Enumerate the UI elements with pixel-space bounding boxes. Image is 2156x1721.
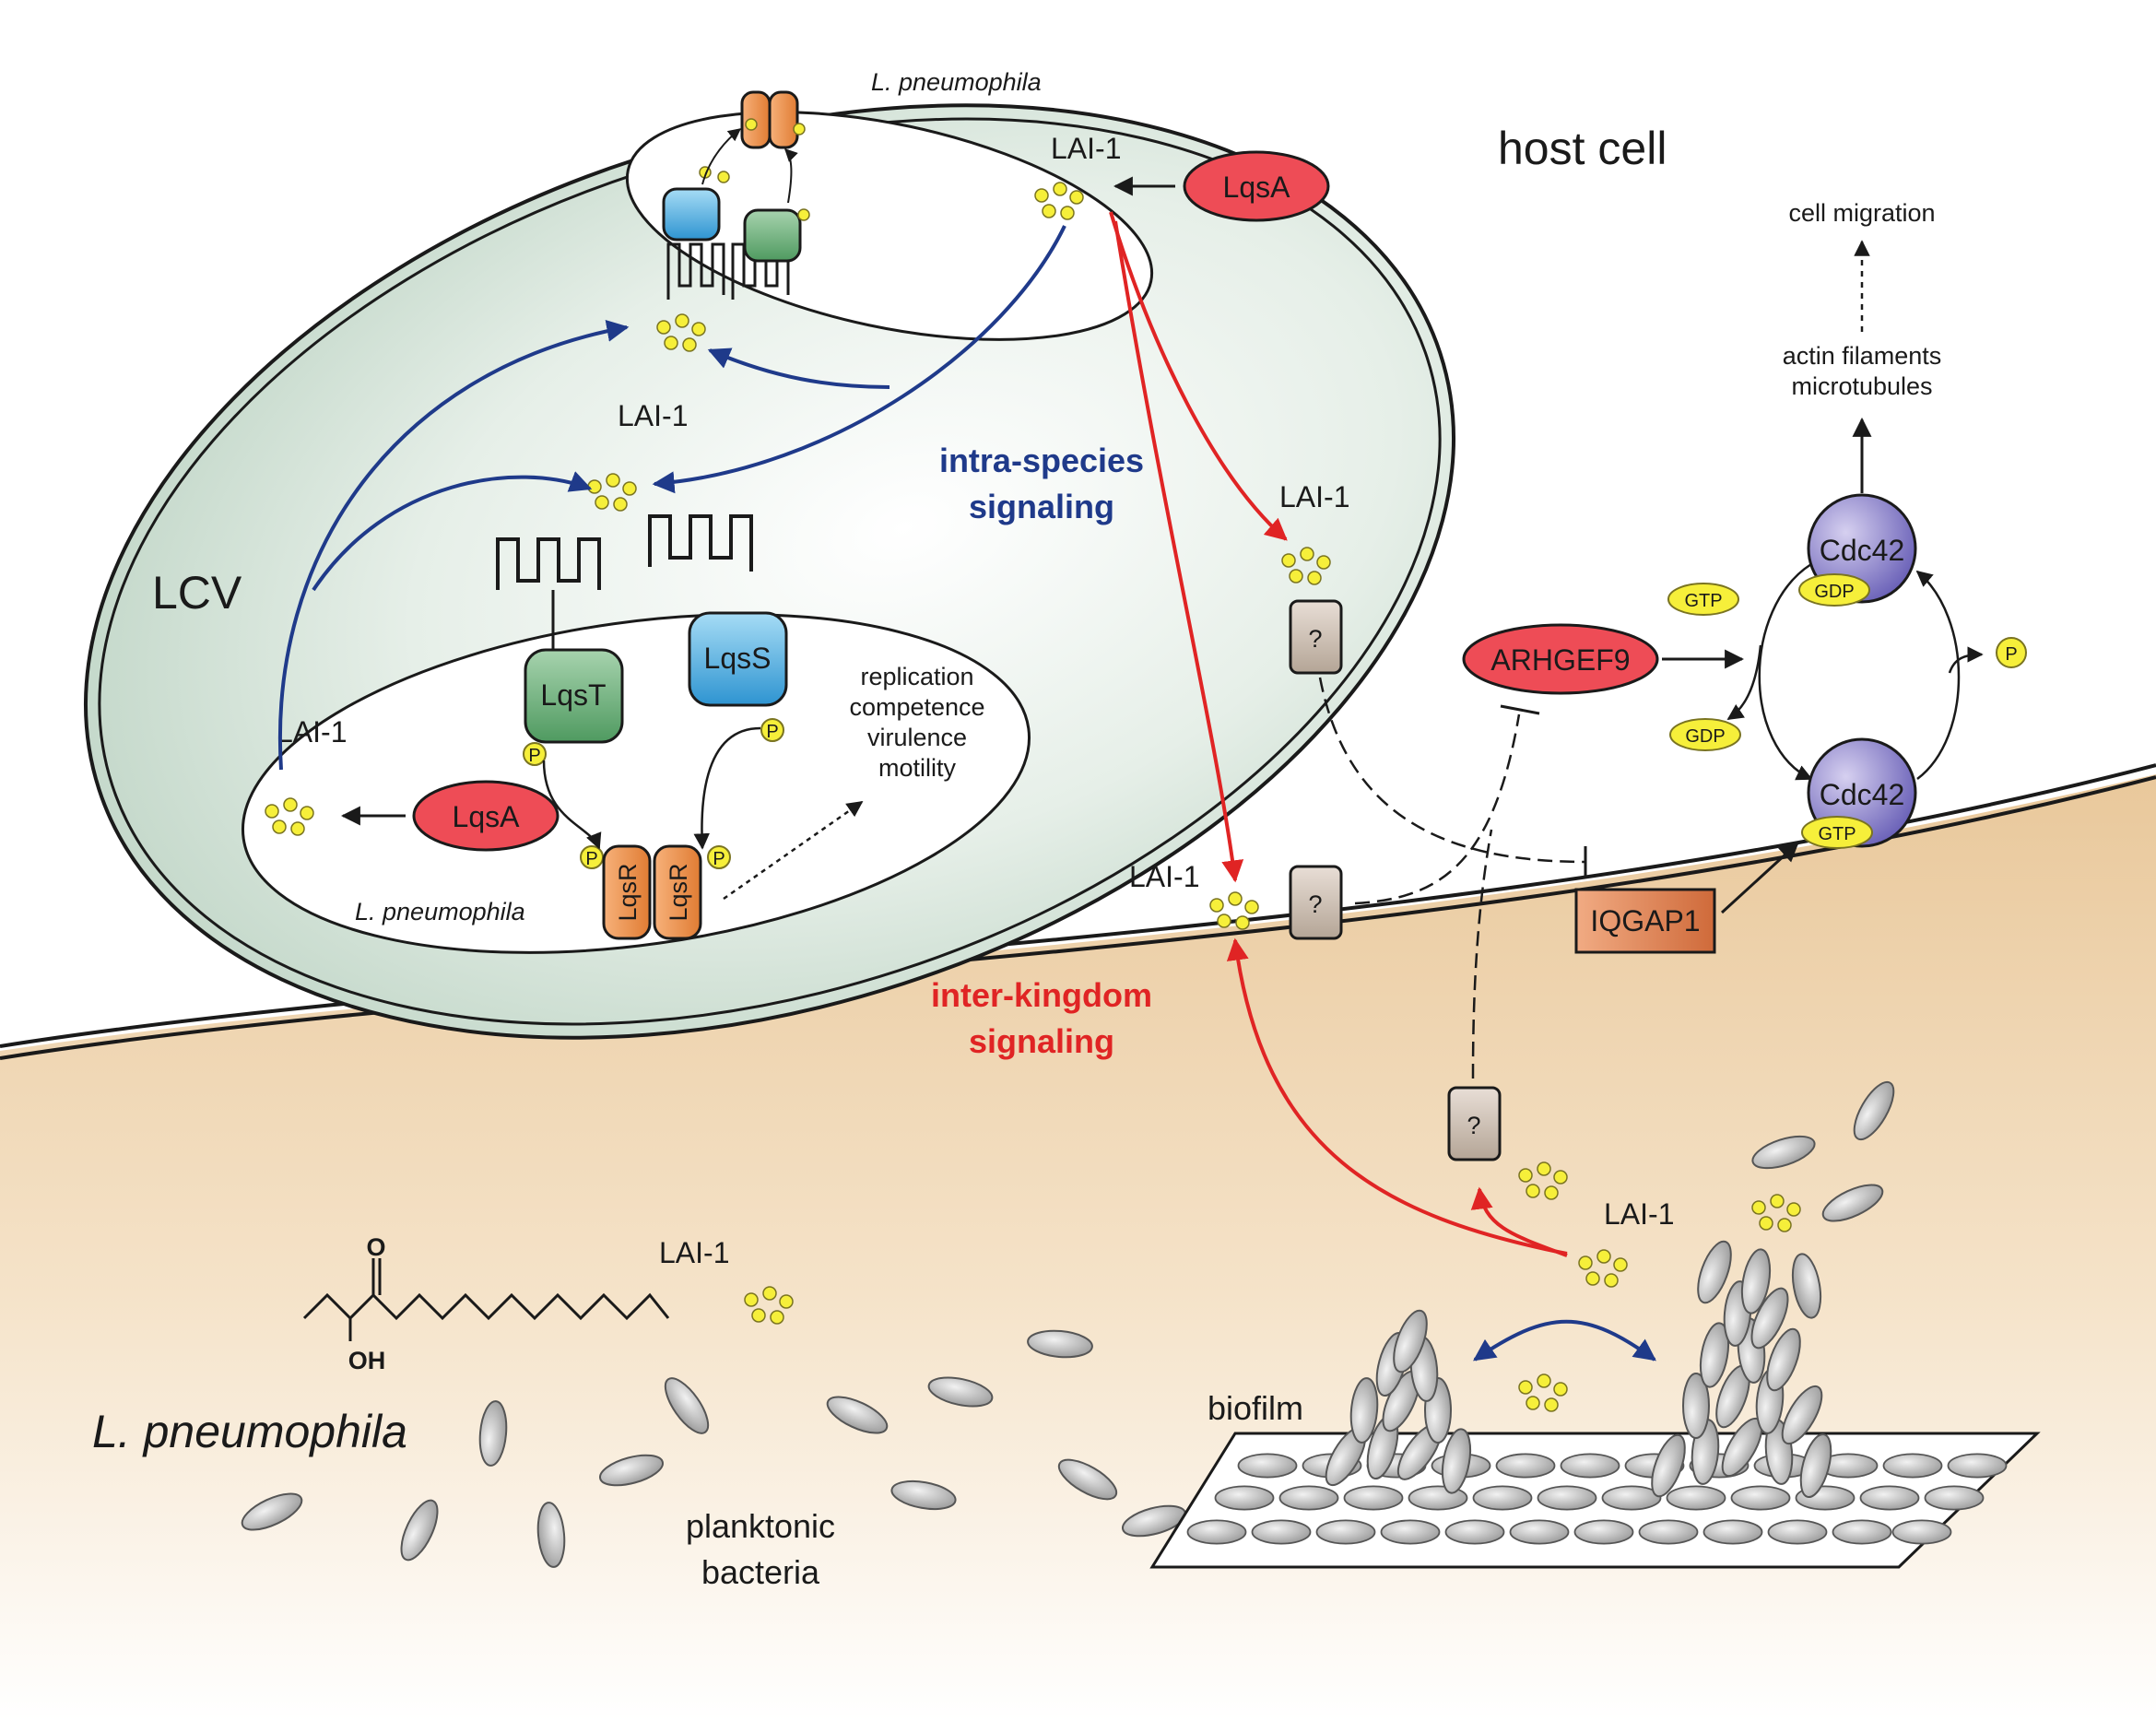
svg-text:OH: OH [348,1347,386,1374]
label-intra-species-1: intra-species [939,442,1144,479]
svg-text:LqsR: LqsR [614,863,642,921]
svg-text:P: P [2005,644,2017,665]
lai1-structure: O OH [302,1233,670,1374]
biofilm-structure [1149,1246,2041,1569]
svg-text:motility: motility [878,754,957,782]
lqst-receptor: LqsT [524,648,624,744]
lqst-top-icon [743,208,802,263]
label-lai1-left: LAI-1 [277,715,347,749]
svg-text:LqsA: LqsA [453,800,521,833]
svg-text:replication: replication [860,663,973,690]
label-microtubules: microtubules [1791,372,1932,400]
label-lai1-cytosol: LAI-1 [1129,860,1199,893]
svg-text:?: ? [1467,1112,1480,1139]
bottom-receptors [496,514,753,590]
svg-text:virulence: virulence [867,724,967,751]
phosphate-output: P [1996,637,2027,668]
gtp-input: GTP [1667,583,1739,616]
svg-text:?: ? [1308,890,1322,918]
label-inter-kingdom-1: inter-kingdom [931,976,1152,1014]
svg-text:GDP: GDP [1814,582,1854,602]
label-inter-kingdom-2: signaling [969,1022,1114,1060]
bacterium-top [625,111,1154,341]
label-l-pneumophila-top: L. pneumophila [871,68,1042,96]
svg-text:ARHGEF9: ARHGEF9 [1490,643,1630,677]
label-intra-species-2: signaling [969,488,1114,525]
unknown-receptor-lcv: ? [1289,599,1343,675]
arhgef9: ARHGEF9 [1462,623,1659,695]
iqgap1: IQGAP1 [1574,888,1716,954]
label-lai1-molecule: LAI-1 [659,1236,729,1269]
label-actin: actin filaments [1783,342,1942,370]
label-lcv: LCV [152,567,242,619]
label-l-pneumophila-bottom: L. pneumophila [355,898,525,925]
svg-text:Cdc42: Cdc42 [1820,778,1905,811]
unknown-receptor-cytosol: ? [1289,865,1343,940]
svg-text:GTP: GTP [1818,824,1856,844]
label-lai1-mid: LAI-1 [618,399,688,432]
cdc42-gtp: Cdc42 GTP [1801,737,1917,849]
svg-text:Cdc42: Cdc42 [1820,534,1905,567]
top-receptors [662,90,810,300]
phospho-p-labels: P P P P [523,718,784,869]
label-biofilm: biofilm [1208,1389,1303,1427]
lqsr-dimer: LqsR LqsR [602,844,702,940]
svg-text:GTP: GTP [1684,591,1722,611]
label-lai1-lcv-right: LAI-1 [1279,480,1349,513]
label-lai1-extra: LAI-1 [1604,1197,1674,1231]
svg-text:competence: competence [849,693,984,721]
gdp-output: GDP [1669,718,1741,751]
lqsr-top-icon [740,90,772,149]
svg-text:O: O [366,1233,385,1261]
svg-text:P: P [766,722,778,742]
inhibition-lines [1318,677,1587,1079]
label-l-pneumophila-main: L. pneumophila [92,1406,407,1457]
outcome-list: replication competence virulence motilit… [849,663,984,782]
lqsa-bottom: LqsA [412,780,560,852]
svg-text:LqsT: LqsT [540,678,606,712]
svg-text:LqsR: LqsR [665,863,692,921]
biofilm-signaling-arrow [1473,1319,1656,1361]
lqss-top-icon [662,187,721,242]
svg-text:P: P [713,849,725,869]
svg-text:LqsS: LqsS [704,642,772,675]
label-planktonic-1: planktonic [686,1507,835,1545]
svg-text:?: ? [1308,625,1322,653]
unknown-receptor-host-membrane: ? [1447,1086,1502,1161]
label-cell-migration: cell migration [1788,199,1935,227]
label-lai1-top: LAI-1 [1051,132,1121,165]
svg-text:IQGAP1: IQGAP1 [1590,904,1700,937]
cdc42-gdp: Cdc42 GDP [1798,493,1917,607]
bacterium-bottom [241,613,1031,954]
inter-kingdom-arrows [1109,211,1568,1257]
svg-text:LqsA: LqsA [1223,171,1291,204]
label-host-cell: host cell [1498,123,1667,174]
intra-species-arrows [277,225,1066,771]
lqsa-top: LqsA [1183,150,1330,222]
svg-text:P: P [528,746,540,766]
label-planktonic-2: bacteria [701,1553,820,1591]
svg-text:P: P [585,849,597,869]
lqss-receptor: LqsS [688,611,788,707]
svg-text:GDP: GDP [1685,726,1725,747]
